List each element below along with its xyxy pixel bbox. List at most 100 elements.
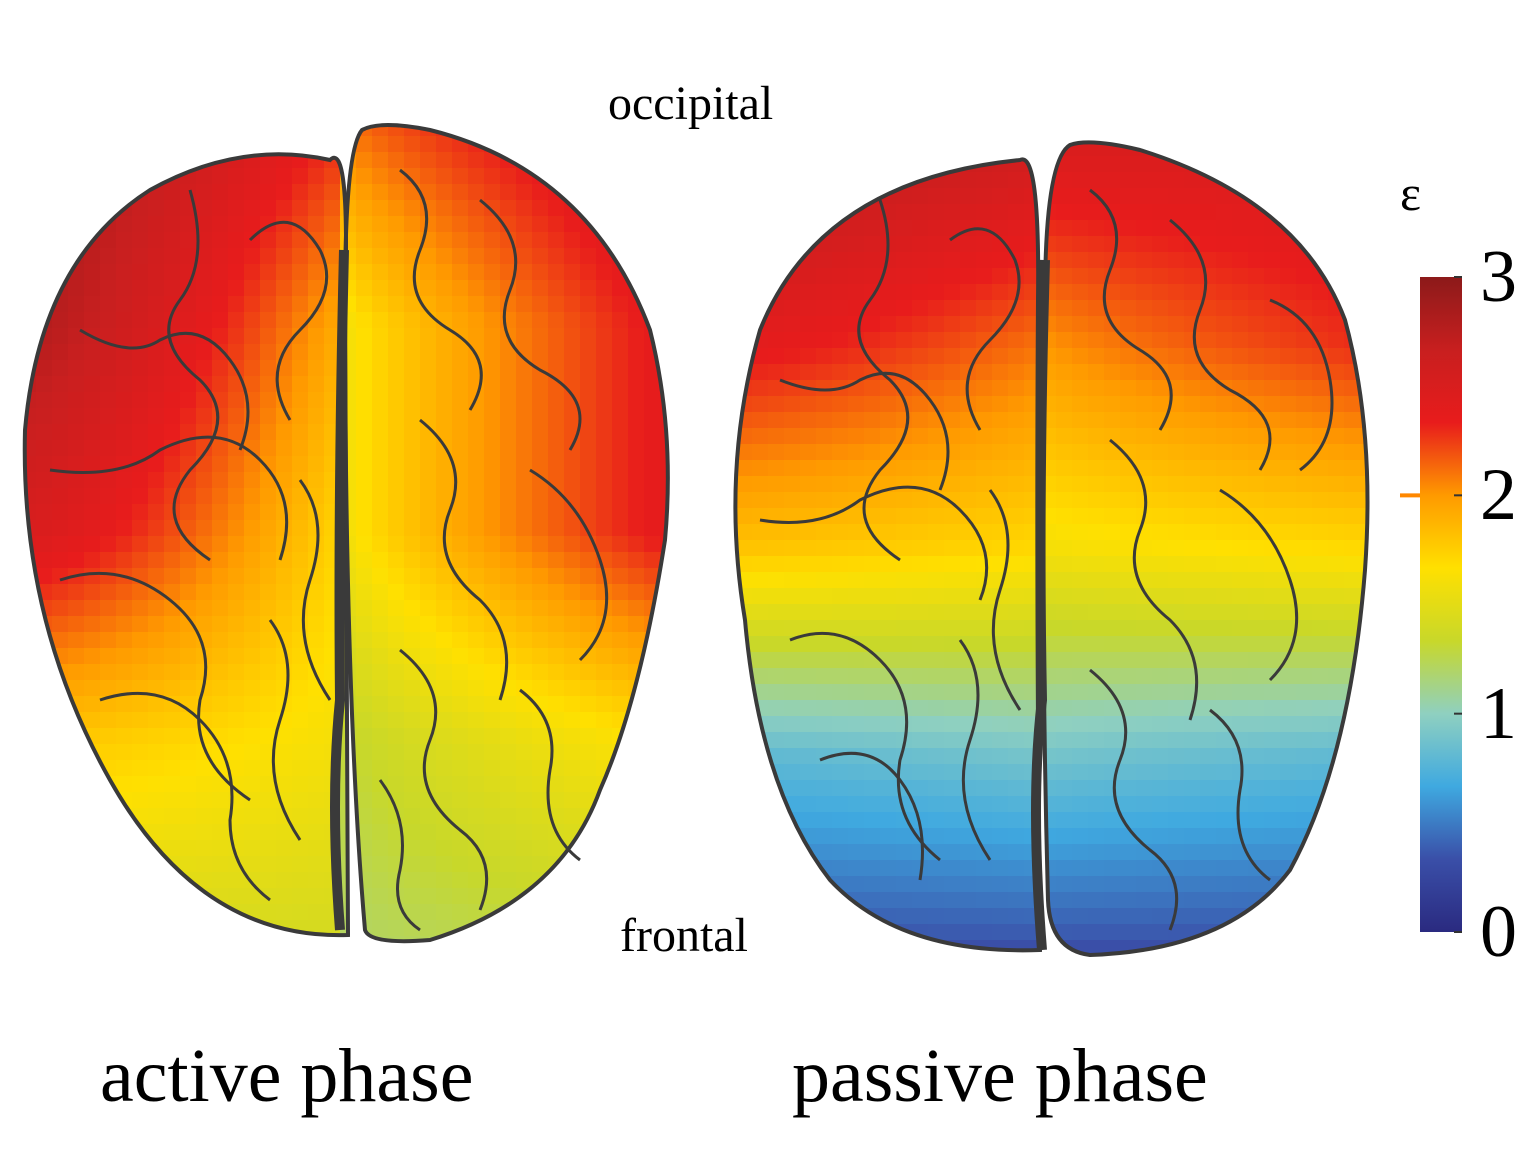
heatmap-cell xyxy=(1184,748,1201,765)
heatmap-cell xyxy=(660,856,668,873)
heatmap-cell xyxy=(644,184,661,201)
heatmap-cell xyxy=(735,444,737,461)
heatmap-cell xyxy=(596,264,613,281)
heatmap-cell xyxy=(212,376,229,393)
heatmap-cell xyxy=(68,808,85,825)
heatmap-cell xyxy=(564,616,581,633)
heatmap-cell xyxy=(752,572,769,589)
heatmap-cell xyxy=(800,716,817,733)
heatmap-cell xyxy=(1088,764,1105,781)
heatmap-cell xyxy=(912,428,929,445)
heatmap-cell xyxy=(1040,796,1057,813)
heatmap-cell xyxy=(596,488,613,505)
heatmap-cell xyxy=(1104,940,1121,956)
heatmap-cell xyxy=(292,840,309,857)
heatmap-cell xyxy=(1120,924,1137,941)
heatmap-cell xyxy=(1232,540,1249,557)
heatmap-cell xyxy=(452,744,469,761)
heatmap-cell xyxy=(100,840,117,857)
heatmap-cell xyxy=(580,440,597,457)
heatmap-cell xyxy=(228,936,245,942)
heatmap-cell xyxy=(116,168,133,185)
heatmap-cell xyxy=(816,684,833,701)
heatmap-cell xyxy=(276,664,293,681)
heatmap-cell xyxy=(944,142,961,157)
heatmap-cell xyxy=(1200,812,1217,829)
heatmap-cell xyxy=(276,616,293,633)
heatmap-cell xyxy=(1248,652,1265,669)
heatmap-cell xyxy=(816,732,833,749)
heatmap-cell xyxy=(800,476,817,493)
heatmap-cell xyxy=(752,764,769,781)
heatmap-cell xyxy=(468,584,485,601)
heatmap-cell xyxy=(992,684,1009,701)
heatmap-cell xyxy=(832,780,849,797)
heatmap-cell xyxy=(24,712,37,729)
heatmap-cell xyxy=(1296,142,1313,157)
heatmap-cell xyxy=(1008,380,1025,397)
heatmap-cell xyxy=(436,664,453,681)
heatmap-cell xyxy=(356,728,373,745)
heatmap-cell xyxy=(132,760,149,777)
heatmap-cell xyxy=(100,488,117,505)
heatmap-cell xyxy=(260,632,277,649)
heatmap-cell xyxy=(1200,588,1217,605)
heatmap-cell xyxy=(596,632,613,649)
heatmap-cell xyxy=(880,780,897,797)
heatmap-cell xyxy=(436,456,453,473)
heatmap-cell xyxy=(372,632,389,649)
heatmap-cell xyxy=(484,792,501,809)
heatmap-cell xyxy=(548,680,565,697)
heatmap-cell xyxy=(116,904,133,921)
heatmap-cell xyxy=(628,200,645,217)
heatmap-cell xyxy=(564,344,581,361)
heatmap-cell xyxy=(292,456,309,473)
heatmap-cell xyxy=(1200,476,1217,493)
heatmap-cell xyxy=(148,440,165,457)
heatmap-cell xyxy=(1328,508,1345,525)
heatmap-cell xyxy=(164,824,181,841)
heatmap-cell xyxy=(1152,716,1169,733)
heatmap-cell xyxy=(116,440,133,457)
heatmap-cell xyxy=(180,248,197,265)
heatmap-cell xyxy=(612,872,629,889)
heatmap-cell xyxy=(500,792,517,809)
heatmap-cell xyxy=(768,940,785,956)
heatmap-cell xyxy=(116,936,133,942)
heatmap-cell xyxy=(784,556,801,573)
heatmap-cell xyxy=(1072,636,1089,653)
heatmap-cell xyxy=(420,696,437,713)
heatmap-cell xyxy=(896,444,913,461)
heatmap-cell xyxy=(944,572,961,589)
heatmap-cell xyxy=(116,840,133,857)
heatmap-cell xyxy=(420,488,437,505)
heatmap-cell xyxy=(848,668,865,685)
heatmap-cell xyxy=(404,456,421,473)
heatmap-cell xyxy=(388,664,405,681)
heatmap-cell xyxy=(36,696,53,713)
heatmap-cell xyxy=(644,136,661,153)
heatmap-cell xyxy=(896,412,913,429)
heatmap-cell xyxy=(1280,844,1297,861)
heatmap-cell xyxy=(784,204,801,221)
heatmap-cell xyxy=(880,492,897,509)
heatmap-cell xyxy=(1264,844,1281,861)
heatmap-cell xyxy=(276,248,293,265)
heatmap-cell xyxy=(768,252,785,269)
heatmap-cell xyxy=(308,184,325,201)
heatmap-cell xyxy=(735,300,737,317)
heatmap-cell xyxy=(960,236,977,253)
heatmap-cell xyxy=(768,172,785,189)
heatmap-cell xyxy=(816,396,833,413)
heatmap-cell xyxy=(1328,700,1345,717)
heatmap-cell xyxy=(944,524,961,541)
heatmap-cell xyxy=(580,360,597,377)
heatmap-cell xyxy=(148,856,165,873)
heatmap-cell xyxy=(1120,396,1137,413)
heatmap-cell xyxy=(148,360,165,377)
heatmap-cell xyxy=(800,572,817,589)
heatmap-cell xyxy=(1360,172,1368,189)
heatmap-cell xyxy=(596,664,613,681)
heatmap-cell xyxy=(736,876,753,893)
heatmap-cell xyxy=(1264,236,1281,253)
